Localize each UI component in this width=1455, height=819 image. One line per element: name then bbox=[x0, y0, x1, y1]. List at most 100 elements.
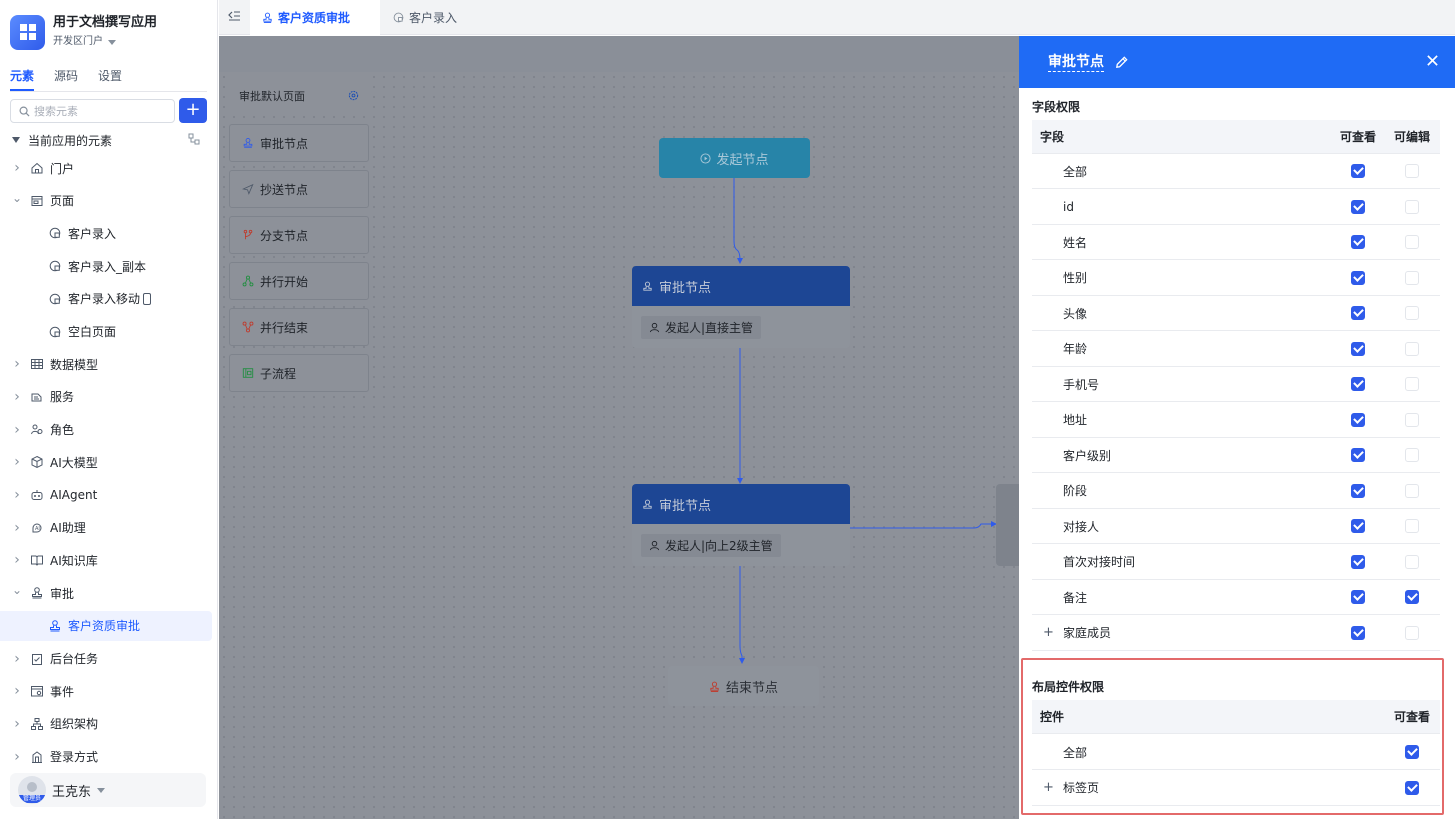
sidebar-item[interactable]: ›角色 bbox=[0, 415, 212, 445]
tab-customer-entry[interactable]: 客户录入 bbox=[393, 0, 457, 35]
branch-node-partial[interactable] bbox=[996, 484, 1019, 566]
view-checkbox[interactable] bbox=[1351, 306, 1365, 320]
tab-elements[interactable]: 元素 bbox=[10, 66, 35, 91]
edit-checkbox[interactable] bbox=[1405, 590, 1419, 604]
sidebar-item[interactable]: 空白页面 bbox=[0, 317, 212, 347]
view-checkbox[interactable] bbox=[1351, 519, 1365, 533]
view-checkbox[interactable] bbox=[1405, 745, 1419, 759]
palette-item[interactable]: 抄送节点 bbox=[229, 170, 369, 208]
approval-node-2[interactable]: 审批节点 发起人|向上2级主管 bbox=[632, 484, 850, 566]
chevron-right-icon[interactable]: › bbox=[14, 388, 20, 405]
view-checkbox[interactable] bbox=[1351, 164, 1365, 178]
sidebar-item[interactable]: ›AI知识库 bbox=[0, 545, 212, 575]
chevron-right-icon[interactable]: › bbox=[14, 748, 20, 765]
chevron-right-icon[interactable]: › bbox=[14, 683, 20, 700]
sidebar-item[interactable]: ›数据模型 bbox=[0, 349, 212, 379]
chevron-right-icon[interactable]: › bbox=[14, 552, 20, 569]
expand-plus-icon[interactable]: + bbox=[1043, 625, 1054, 640]
edit-checkbox[interactable] bbox=[1405, 306, 1419, 320]
palette-item[interactable]: 分支节点 bbox=[229, 216, 369, 254]
sidebar-item[interactable]: ⌄审批 bbox=[0, 578, 212, 608]
end-node[interactable]: 结束节点 bbox=[668, 666, 819, 706]
add-element-button[interactable]: + bbox=[179, 98, 207, 123]
approval-node-1[interactable]: 审批节点 发起人|直接主管 bbox=[632, 266, 850, 348]
sidebar-item[interactable]: ›组织架构 bbox=[0, 709, 212, 739]
palette-item[interactable]: 并行结束 bbox=[229, 308, 369, 346]
field-name: 家庭成员 bbox=[1063, 626, 1112, 640]
chevron-right-icon[interactable]: › bbox=[14, 715, 20, 732]
chevron-down-icon[interactable]: ⌄ bbox=[11, 190, 23, 205]
chevron-right-icon[interactable]: › bbox=[14, 160, 20, 176]
app-portal-selector[interactable]: 开发区门户 bbox=[53, 34, 157, 50]
sidebar-item[interactable]: 客户录入_副本 bbox=[0, 251, 212, 281]
edit-checkbox[interactable] bbox=[1405, 341, 1419, 356]
edit-checkbox[interactable] bbox=[1405, 625, 1419, 640]
gear-icon[interactable] bbox=[348, 90, 359, 101]
sidebar-item[interactable]: ›AI大模型 bbox=[0, 447, 212, 477]
view-checkbox[interactable] bbox=[1351, 270, 1365, 285]
chevron-right-icon[interactable]: › bbox=[14, 650, 20, 667]
view-checkbox[interactable] bbox=[1351, 483, 1365, 498]
flow-canvas[interactable]: 审批默认页面 审批节点抄送节点分支节点并行开始并行结束子流程 发起节点 审批节点… bbox=[219, 36, 1019, 819]
search-field[interactable] bbox=[10, 99, 175, 123]
view-checkbox[interactable] bbox=[1351, 235, 1365, 249]
view-checkbox[interactable] bbox=[1351, 412, 1365, 427]
stamp-icon bbox=[48, 619, 62, 633]
view-checkbox[interactable] bbox=[1351, 554, 1365, 569]
edit-icon[interactable] bbox=[1114, 55, 1129, 70]
chevron-right-icon[interactable]: › bbox=[14, 454, 20, 471]
sidebar-item[interactable]: 客户资质审批 bbox=[0, 610, 212, 641]
tab-settings[interactable]: 设置 bbox=[98, 69, 123, 83]
tree-header[interactable]: 当前应用的元素 bbox=[10, 130, 206, 150]
chevron-right-icon[interactable]: › bbox=[14, 519, 20, 536]
view-checkbox[interactable] bbox=[1351, 341, 1365, 356]
app-header[interactable]: 用于文档撰写应用 开发区门户 bbox=[10, 14, 157, 50]
view-checkbox[interactable] bbox=[1405, 780, 1419, 795]
sidebar-item[interactable]: 客户录入移动 bbox=[0, 284, 212, 314]
chevron-down-icon[interactable]: ⌄ bbox=[11, 583, 23, 598]
collapse-sidebar-icon[interactable] bbox=[227, 9, 241, 23]
drawer-title[interactable]: 审批节点 bbox=[1048, 53, 1104, 72]
sidebar-item[interactable]: ⌄页面 bbox=[0, 186, 212, 216]
edit-checkbox[interactable] bbox=[1405, 377, 1419, 391]
mobile-icon bbox=[143, 292, 152, 305]
palette-item[interactable]: 子流程 bbox=[229, 354, 369, 392]
edit-checkbox[interactable] bbox=[1405, 235, 1419, 249]
view-checkbox[interactable] bbox=[1351, 625, 1365, 640]
chevron-right-icon[interactable]: › bbox=[14, 487, 20, 503]
view-checkbox[interactable] bbox=[1351, 448, 1365, 462]
edit-checkbox[interactable] bbox=[1405, 199, 1419, 214]
tab-approval-customer[interactable]: 客户资质审批 bbox=[250, 0, 380, 35]
tab-source[interactable]: 源码 bbox=[54, 69, 79, 83]
sidebar-item[interactable]: ›AIAgent bbox=[0, 480, 212, 510]
sidebar-item[interactable]: ›事件 bbox=[0, 676, 212, 706]
sidebar-item[interactable]: ›后台任务 bbox=[0, 644, 212, 674]
edit-checkbox[interactable] bbox=[1405, 519, 1419, 533]
user-menu[interactable]: 管理员 王克东 bbox=[10, 773, 206, 807]
palette-item[interactable]: 并行开始 bbox=[229, 262, 369, 300]
chevron-right-icon[interactable]: › bbox=[14, 421, 20, 438]
view-checkbox[interactable] bbox=[1351, 199, 1365, 214]
sidebar-item[interactable]: ›服务 bbox=[0, 382, 212, 412]
chevron-right-icon[interactable]: › bbox=[14, 356, 20, 373]
view-checkbox[interactable] bbox=[1351, 590, 1365, 604]
sidebar-item[interactable]: ›登录方式 bbox=[0, 742, 212, 772]
palette-item[interactable]: 审批节点 bbox=[229, 124, 369, 162]
edit-checkbox[interactable] bbox=[1405, 164, 1419, 178]
avatar: 管理员 bbox=[18, 776, 46, 804]
edit-checkbox[interactable] bbox=[1405, 412, 1419, 427]
assignee-label: 发起人|向上2级主管 bbox=[665, 538, 773, 553]
view-checkbox[interactable] bbox=[1351, 377, 1365, 391]
search-input[interactable] bbox=[34, 104, 164, 118]
sidebar-item[interactable]: 客户录入 bbox=[0, 218, 212, 248]
close-icon[interactable] bbox=[1426, 54, 1439, 71]
edit-checkbox[interactable] bbox=[1405, 270, 1419, 285]
tree-structure-icon[interactable] bbox=[188, 133, 200, 145]
sidebar-item[interactable]: ›门户 bbox=[0, 153, 212, 183]
expand-plus-icon[interactable]: + bbox=[1043, 780, 1054, 795]
start-node[interactable]: 发起节点 bbox=[659, 138, 810, 178]
edit-checkbox[interactable] bbox=[1405, 554, 1419, 569]
edit-checkbox[interactable] bbox=[1405, 448, 1419, 462]
edit-checkbox[interactable] bbox=[1405, 483, 1419, 498]
